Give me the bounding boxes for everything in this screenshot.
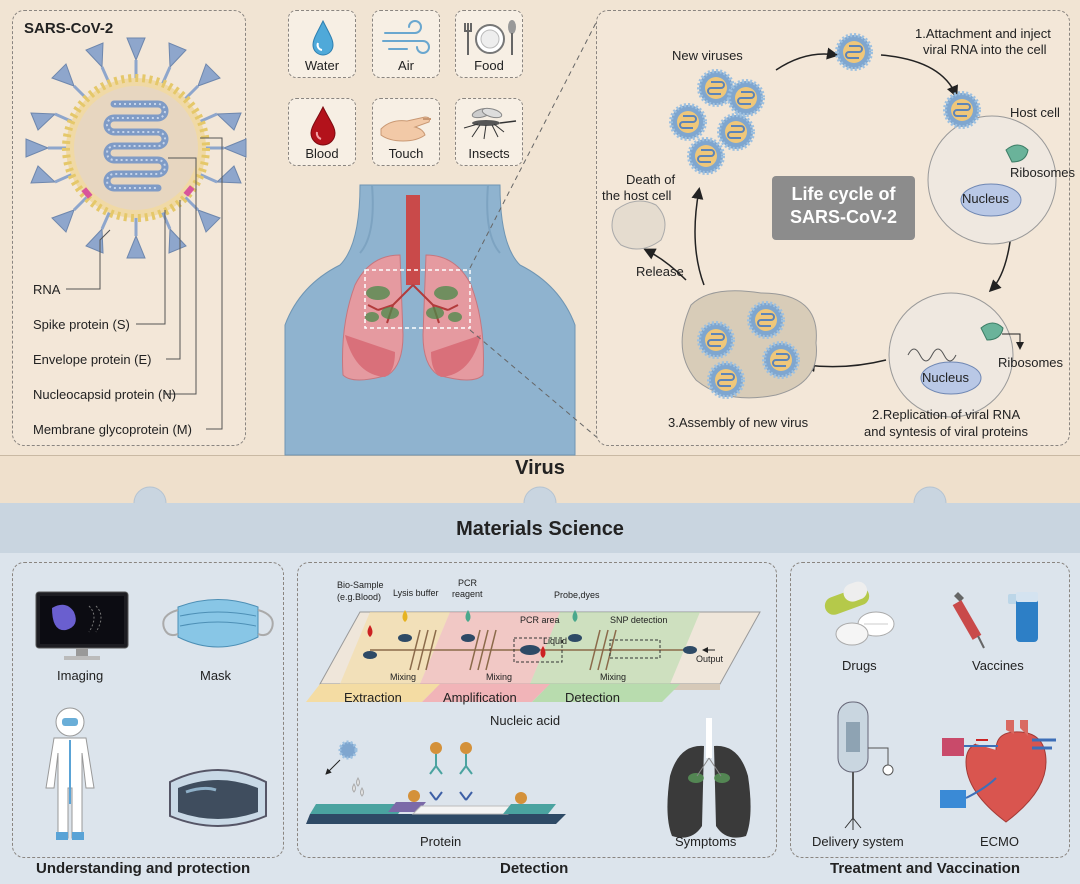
pcr-area-label: PCR area	[520, 615, 560, 625]
tile-insects: Insects	[455, 98, 523, 166]
lifecycle-title-line2: SARS-CoV-2	[789, 207, 897, 227]
host-cell-label: Host cell	[1010, 105, 1060, 120]
zoom-indicator-lines	[469, 14, 601, 441]
human-torso-lungs	[284, 184, 576, 456]
virus-label-leader-lines	[66, 137, 223, 430]
tile-label-blood: Blood	[305, 146, 339, 161]
mixing-label-2: Mixing	[486, 672, 513, 682]
nucleus-label-2: Nucleus	[922, 370, 969, 385]
step2-label-line2: and syntesis of viral proteins	[864, 424, 1029, 439]
delivery-system-label: Delivery system	[812, 834, 904, 849]
protective-suit-icon	[45, 707, 95, 840]
amplification-stage-label: Amplification	[443, 690, 517, 705]
vaccine-syringe-icon	[952, 592, 1038, 649]
tile-food: Food	[455, 10, 523, 78]
death-label-line2: the host cell	[602, 188, 672, 203]
mosquito-icon	[463, 107, 517, 140]
mask-label: Mask	[200, 668, 232, 683]
tile-blood: Blood	[288, 98, 356, 166]
materials-band-title: Materials Science	[456, 518, 624, 540]
understanding-title: Understanding and protection	[36, 860, 251, 877]
extraction-stage-label: Extraction	[344, 690, 402, 705]
drugs-label: Drugs	[842, 658, 877, 673]
label-nucleocapsid-protein: Nucleocapsid protein (N)	[33, 387, 177, 402]
new-viruses-label: New viruses	[672, 48, 743, 63]
virus-band-title: Virus	[515, 457, 565, 479]
tile-label-insects: Insects	[468, 146, 510, 161]
tile-label-water: Water	[304, 58, 340, 73]
tile-water: Water	[288, 10, 356, 78]
virus-particle-illustration	[25, 37, 247, 259]
understanding-panel	[12, 562, 284, 858]
symptoms-label: Symptoms	[675, 834, 737, 849]
step3-label: 3.Assembly of new virus	[668, 415, 809, 430]
tile-label-air: Air	[398, 58, 414, 73]
tile-label-food: Food	[474, 58, 504, 73]
mixing-label-1: Mixing	[390, 672, 417, 682]
water-drop-icon	[312, 19, 334, 56]
detection-stage-label: Detection	[565, 690, 620, 705]
ribosomes-label-1: Ribosomes	[1010, 165, 1076, 180]
vaccines-label: Vaccines	[972, 658, 1024, 673]
lifecycle-illustration	[611, 33, 1057, 418]
ribosomes-label-2: Ribosomes	[998, 355, 1064, 370]
food-plate-icon	[464, 20, 516, 55]
snp-detection-label: SNP detection	[610, 615, 668, 625]
probe-dyes-label: Probe,dyes	[554, 590, 600, 600]
tile-label-touch: Touch	[388, 146, 424, 161]
output-label: Output	[696, 654, 724, 664]
air-wind-icon	[382, 20, 430, 54]
label-rna: RNA	[33, 282, 61, 297]
step2-label-line1: 2.Replication of viral RNA	[872, 407, 1021, 422]
imaging-monitor-icon	[35, 591, 129, 660]
imaging-label: Imaging	[57, 668, 104, 683]
label-membrane-glycoprotein: Membrane glycoprotein (M)	[33, 422, 192, 437]
drugs-pills-icon	[824, 581, 895, 646]
lysis-buffer-label: Lysis buffer	[393, 588, 439, 598]
lifecycle-title-line1: Life cycle of	[791, 184, 896, 204]
mask-icon	[162, 599, 274, 648]
death-label-line1: Death of	[626, 172, 676, 187]
treatment-panel	[790, 562, 1070, 858]
bio-sample-label-line1: Bio-Sample	[337, 580, 384, 590]
step1-label-line1: 1.Attachment and inject	[915, 26, 1051, 41]
tile-air: Air	[372, 10, 440, 78]
protein-label: Protein	[420, 834, 462, 849]
nucleic-acid-label: Nucleic acid	[490, 713, 561, 728]
tile-touch: Touch	[372, 98, 440, 166]
release-label: Release	[636, 264, 684, 279]
detection-title: Detection	[500, 860, 569, 877]
microfluidic-chip-diagram	[306, 610, 761, 702]
blood-drop-icon	[310, 105, 336, 146]
pcr-reagent-label-line2: reagent	[452, 589, 483, 599]
liquid-label: Liquid	[543, 636, 568, 646]
mixing-label-3: Mixing	[600, 672, 627, 682]
treatment-title: Treatment and Vaccination	[830, 860, 1021, 877]
pcr-reagent-label-line1: PCR	[458, 578, 478, 588]
puzzle-connectors	[0, 486, 1080, 533]
ecmo-heart-icon	[940, 720, 1056, 823]
bio-sample-label-line2: (e.g.Blood)	[337, 592, 382, 602]
virus-panel-title: SARS-CoV-2	[24, 20, 114, 37]
nucleus-label-1: Nucleus	[962, 191, 1009, 206]
detection-panel	[297, 562, 777, 858]
label-envelope-protein: Envelope protein (E)	[33, 352, 152, 367]
label-spike-protein: Spike protein (S)	[33, 317, 130, 332]
delivery-system-icon	[837, 701, 894, 830]
touch-hand-icon	[380, 116, 431, 142]
ecmo-label: ECMO	[980, 834, 1019, 849]
lateral-flow-strip-diagram	[306, 740, 566, 824]
lungs-symptoms-icon	[667, 718, 751, 838]
goggles-icon	[169, 769, 267, 827]
step1-label-line2: viral RNA into the cell	[923, 42, 1047, 57]
